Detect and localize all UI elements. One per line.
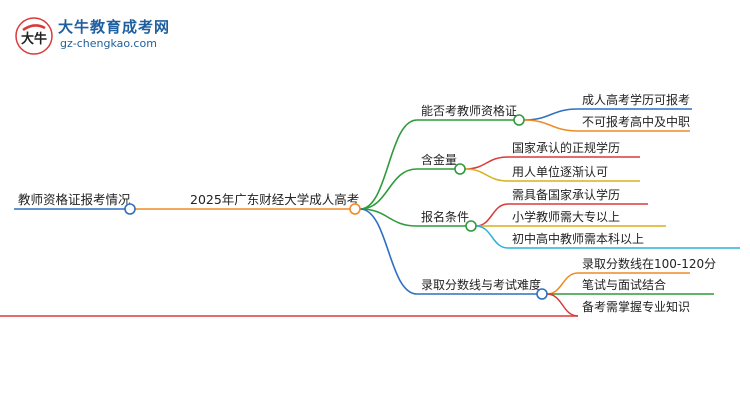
leaf-label-1-2: 不可报考高中及中职 bbox=[582, 114, 690, 129]
logo-title: 大牛教育成考网 bbox=[58, 18, 171, 36]
branch-link-1 bbox=[359, 119, 418, 210]
center-topic-label: 2025年广东财经大学成人高考 bbox=[190, 192, 359, 207]
leaf-label-1-1: 成人高考学历可报考 bbox=[582, 92, 690, 107]
leaf-link-4-1 bbox=[546, 272, 579, 295]
branch-link-2 bbox=[359, 168, 418, 210]
leaf-label-4-1: 录取分数线在100-120分 bbox=[582, 256, 716, 271]
leaf-link-2-1 bbox=[464, 156, 509, 170]
branch-node-2[interactable] bbox=[454, 163, 466, 175]
branch-link-4 bbox=[359, 208, 418, 295]
logo-mark-text: 大牛 bbox=[21, 31, 47, 47]
leaf-link-3-1 bbox=[475, 203, 509, 227]
leaf-label-4-3: 备考需掌握专业知识 bbox=[582, 299, 690, 314]
leaf-link-4-3 bbox=[546, 293, 579, 317]
leaf-link-2-2 bbox=[464, 168, 509, 182]
logo-url: gz-chengkao.com bbox=[60, 37, 157, 50]
leaf-label-2-1: 国家承认的正规学历 bbox=[512, 140, 620, 155]
leaf-label-3-3: 初中高中教师需本科以上 bbox=[512, 231, 644, 246]
branch-label-3: 报名条件 bbox=[421, 209, 469, 224]
mindmap-nodes bbox=[124, 114, 548, 300]
mindmap-labels: 教师资格证报考情况 2025年广东财经大学成人高考 能否考教师资格证 成人高考学历可报… bbox=[18, 92, 716, 314]
site-logo[interactable]: 大牛 大牛教育成考网 gz-chengkao.com bbox=[14, 14, 214, 56]
leaf-label-3-2: 小学教师需大专以上 bbox=[512, 209, 620, 224]
leaf-label-2-2: 用人单位逐渐认可 bbox=[512, 164, 608, 179]
branch-node-3[interactable] bbox=[465, 220, 477, 232]
branch-node-1[interactable] bbox=[513, 114, 525, 126]
branch-link-3 bbox=[359, 208, 418, 227]
mindmap-links bbox=[0, 108, 740, 317]
branch-label-4: 录取分数线与考试难度 bbox=[421, 277, 541, 292]
leaf-label-4-2: 笔试与面试结合 bbox=[582, 277, 666, 292]
leaf-link-1-1 bbox=[523, 108, 579, 121]
branch-label-1: 能否考教师资格证 bbox=[421, 103, 517, 118]
left-topic-label: 教师资格证报考情况 bbox=[18, 192, 131, 207]
left-topic-node[interactable] bbox=[124, 203, 136, 215]
leaf-link-1-2 bbox=[523, 119, 579, 132]
leaf-label-3-1: 需具备国家承认学历 bbox=[512, 187, 620, 202]
logo-mark-icon: 大牛 bbox=[15, 17, 53, 55]
branch-node-4[interactable] bbox=[536, 288, 548, 300]
center-topic-node[interactable] bbox=[349, 203, 361, 215]
branch-label-2: 含金量 bbox=[421, 152, 457, 167]
leaf-link-3-3 bbox=[475, 225, 509, 249]
